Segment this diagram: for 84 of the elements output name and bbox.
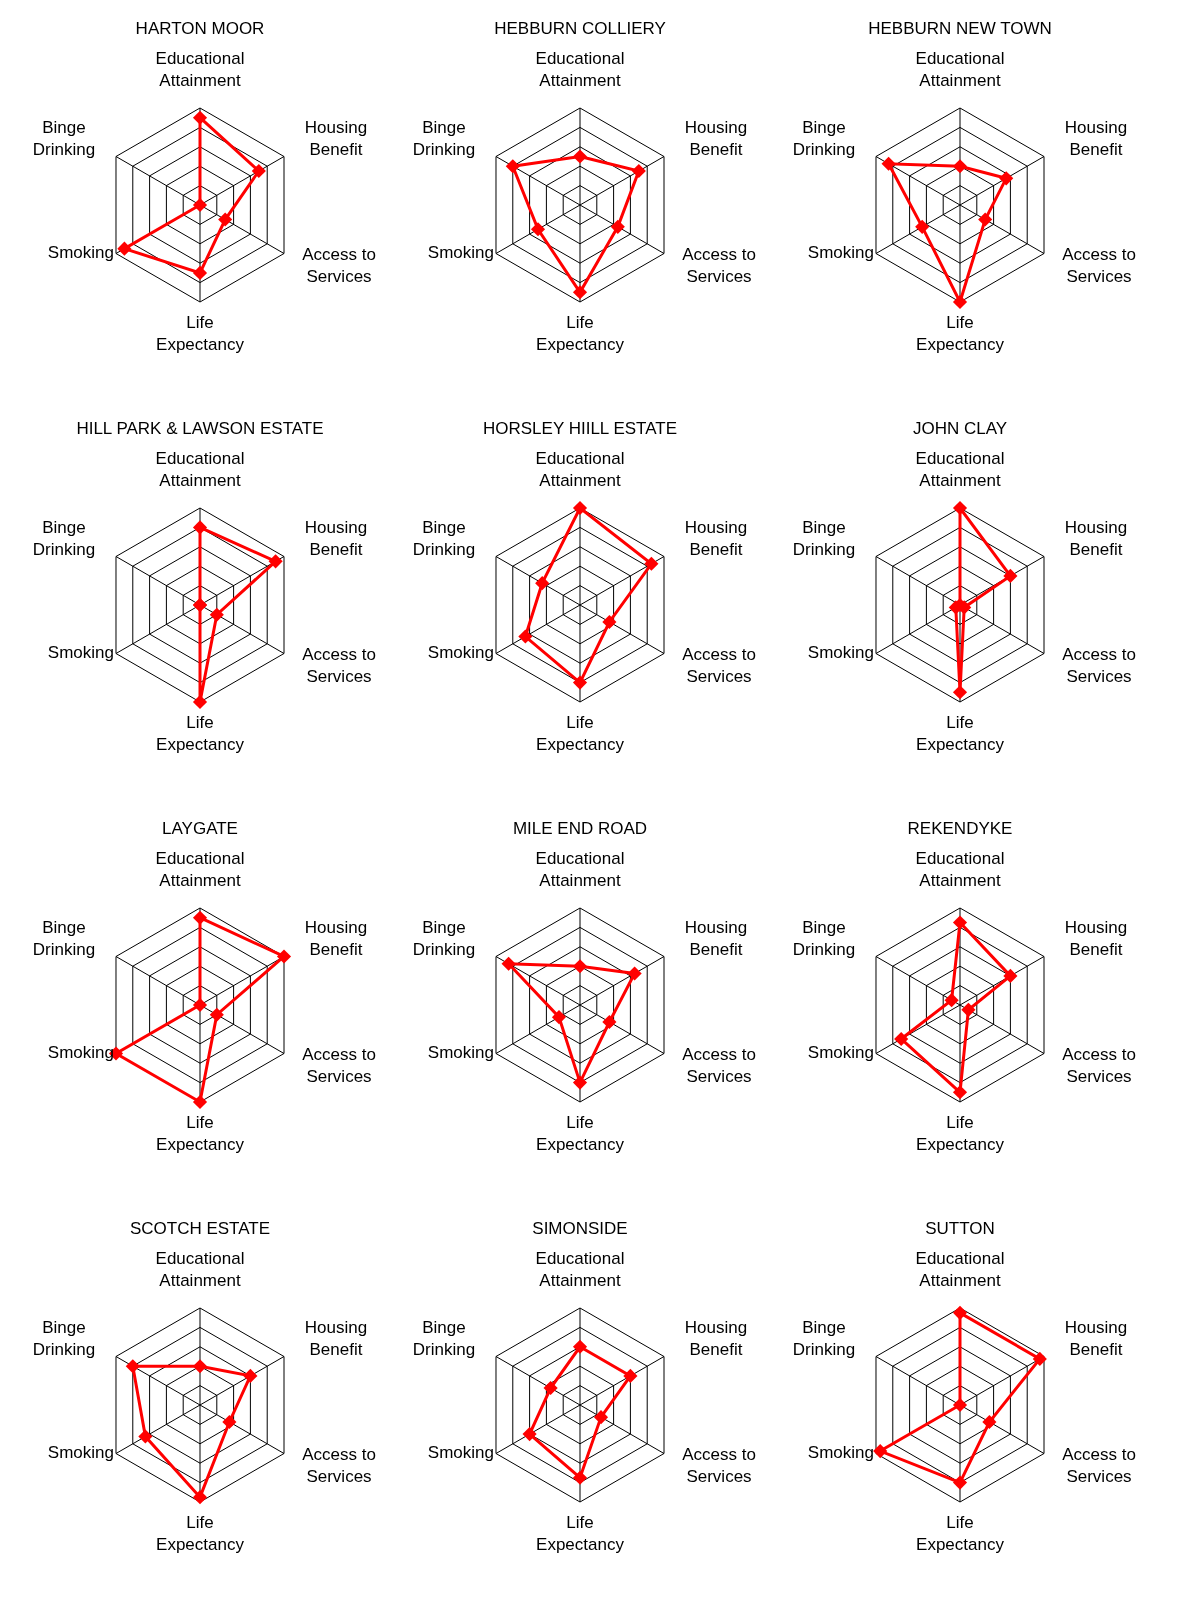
chart-title: HILL PARK & LAWSON ESTATE [76,418,324,439]
axis-label: Access to Services [301,1043,377,1088]
axis-label: Smoking [46,1041,114,1064]
axis-label: Life Expectancy [535,712,625,756]
axis-label: Housing Benefit [1063,116,1129,161]
axis-label: Binge Drinking [411,516,477,561]
axis-label: Smoking [806,1441,874,1464]
axis-label: Housing Benefit [1063,916,1129,961]
chart-title: HEBBURN COLLIERY [494,18,666,39]
axis-label: Housing Benefit [303,916,369,961]
axis-label: Binge Drinking [411,1316,477,1361]
axis-label: Housing Benefit [683,516,749,561]
chart-title: REKENDYKE [907,818,1013,839]
axis-label: Binge Drinking [791,516,857,561]
axis-label: Smoking [426,1441,494,1464]
axis-label: Educational Attainment [914,848,1006,892]
chart-title: LAYGATE [162,818,238,839]
axis-label: Smoking [806,1041,874,1064]
axis-label: Educational Attainment [534,48,626,92]
axis-label: Educational Attainment [534,848,626,892]
axis-label: Housing Benefit [683,916,749,961]
axis-label: Housing Benefit [683,116,749,161]
axis-label: Life Expectancy [155,1112,245,1156]
chart-title: HORSLEY HIILL ESTATE [483,418,677,439]
chart-title: JOHN CLAY [912,418,1008,439]
axis-label: Binge Drinking [791,916,857,961]
axis-label: Access to Services [1061,243,1137,288]
axis-label: Binge Drinking [31,1316,97,1361]
axis-label: Housing Benefit [303,516,369,561]
axis-label: Housing Benefit [303,116,369,161]
axis-label: Life Expectancy [155,712,245,756]
axis-label: Life Expectancy [915,312,1005,356]
axis-label: Binge Drinking [31,916,97,961]
axis-label: Access to Services [301,1443,377,1488]
chart-title: SCOTCH ESTATE [129,1218,271,1239]
axis-label: Life Expectancy [915,1512,1005,1556]
axis-label: Life Expectancy [915,712,1005,756]
axis-label: Access to Services [681,1443,757,1488]
chart-title: SUTTON [925,1218,995,1239]
axis-label: Educational Attainment [914,448,1006,492]
axis-label: Smoking [426,241,494,264]
axis-label: Educational Attainment [914,48,1006,92]
axis-label: Educational Attainment [154,1248,246,1292]
axis-label: Access to Services [681,243,757,288]
axis-label: Life Expectancy [535,312,625,356]
axis-label: Life Expectancy [915,1112,1005,1156]
chart-title: HEBBURN NEW TOWN [868,18,1052,39]
axis-label: Access to Services [1061,643,1137,688]
chart-title: MILE END ROAD [512,818,648,839]
axis-label: Educational Attainment [154,48,246,92]
axis-label: Binge Drinking [31,116,97,161]
axis-label: Smoking [46,641,114,664]
axis-label: Access to Services [301,243,377,288]
axis-label: Life Expectancy [535,1512,625,1556]
axis-label: Access to Services [1061,1043,1137,1088]
axis-label: Educational Attainment [154,448,246,492]
axis-label: Smoking [426,1041,494,1064]
axis-label: Life Expectancy [535,1112,625,1156]
chart-title: SIMONSIDE [532,1218,628,1239]
axis-label: Binge Drinking [411,116,477,161]
axis-label: Smoking [426,641,494,664]
chart-title: HARTON MOOR [135,18,265,39]
axis-label: Life Expectancy [155,312,245,356]
axis-label: Access to Services [681,643,757,688]
axis-label: Access to Services [681,1043,757,1088]
axis-label: Smoking [806,241,874,264]
axis-label: Life Expectancy [155,1512,245,1556]
axis-label: Smoking [806,641,874,664]
axis-label: Educational Attainment [914,1248,1006,1292]
axis-label: Housing Benefit [1063,1316,1129,1361]
axis-label: Binge Drinking [411,916,477,961]
axis-label: Access to Services [301,643,377,688]
axis-label: Binge Drinking [791,116,857,161]
axis-label: Housing Benefit [683,1316,749,1361]
axis-label: Smoking [46,1441,114,1464]
axis-label: Smoking [46,241,114,264]
axis-label: Educational Attainment [534,448,626,492]
axis-label: Access to Services [1061,1443,1137,1488]
axis-label: Housing Benefit [1063,516,1129,561]
axis-label: Binge Drinking [791,1316,857,1361]
axis-label: Housing Benefit [303,1316,369,1361]
axis-label: Binge Drinking [31,516,97,561]
axis-label: Educational Attainment [534,1248,626,1292]
axis-label: Educational Attainment [154,848,246,892]
